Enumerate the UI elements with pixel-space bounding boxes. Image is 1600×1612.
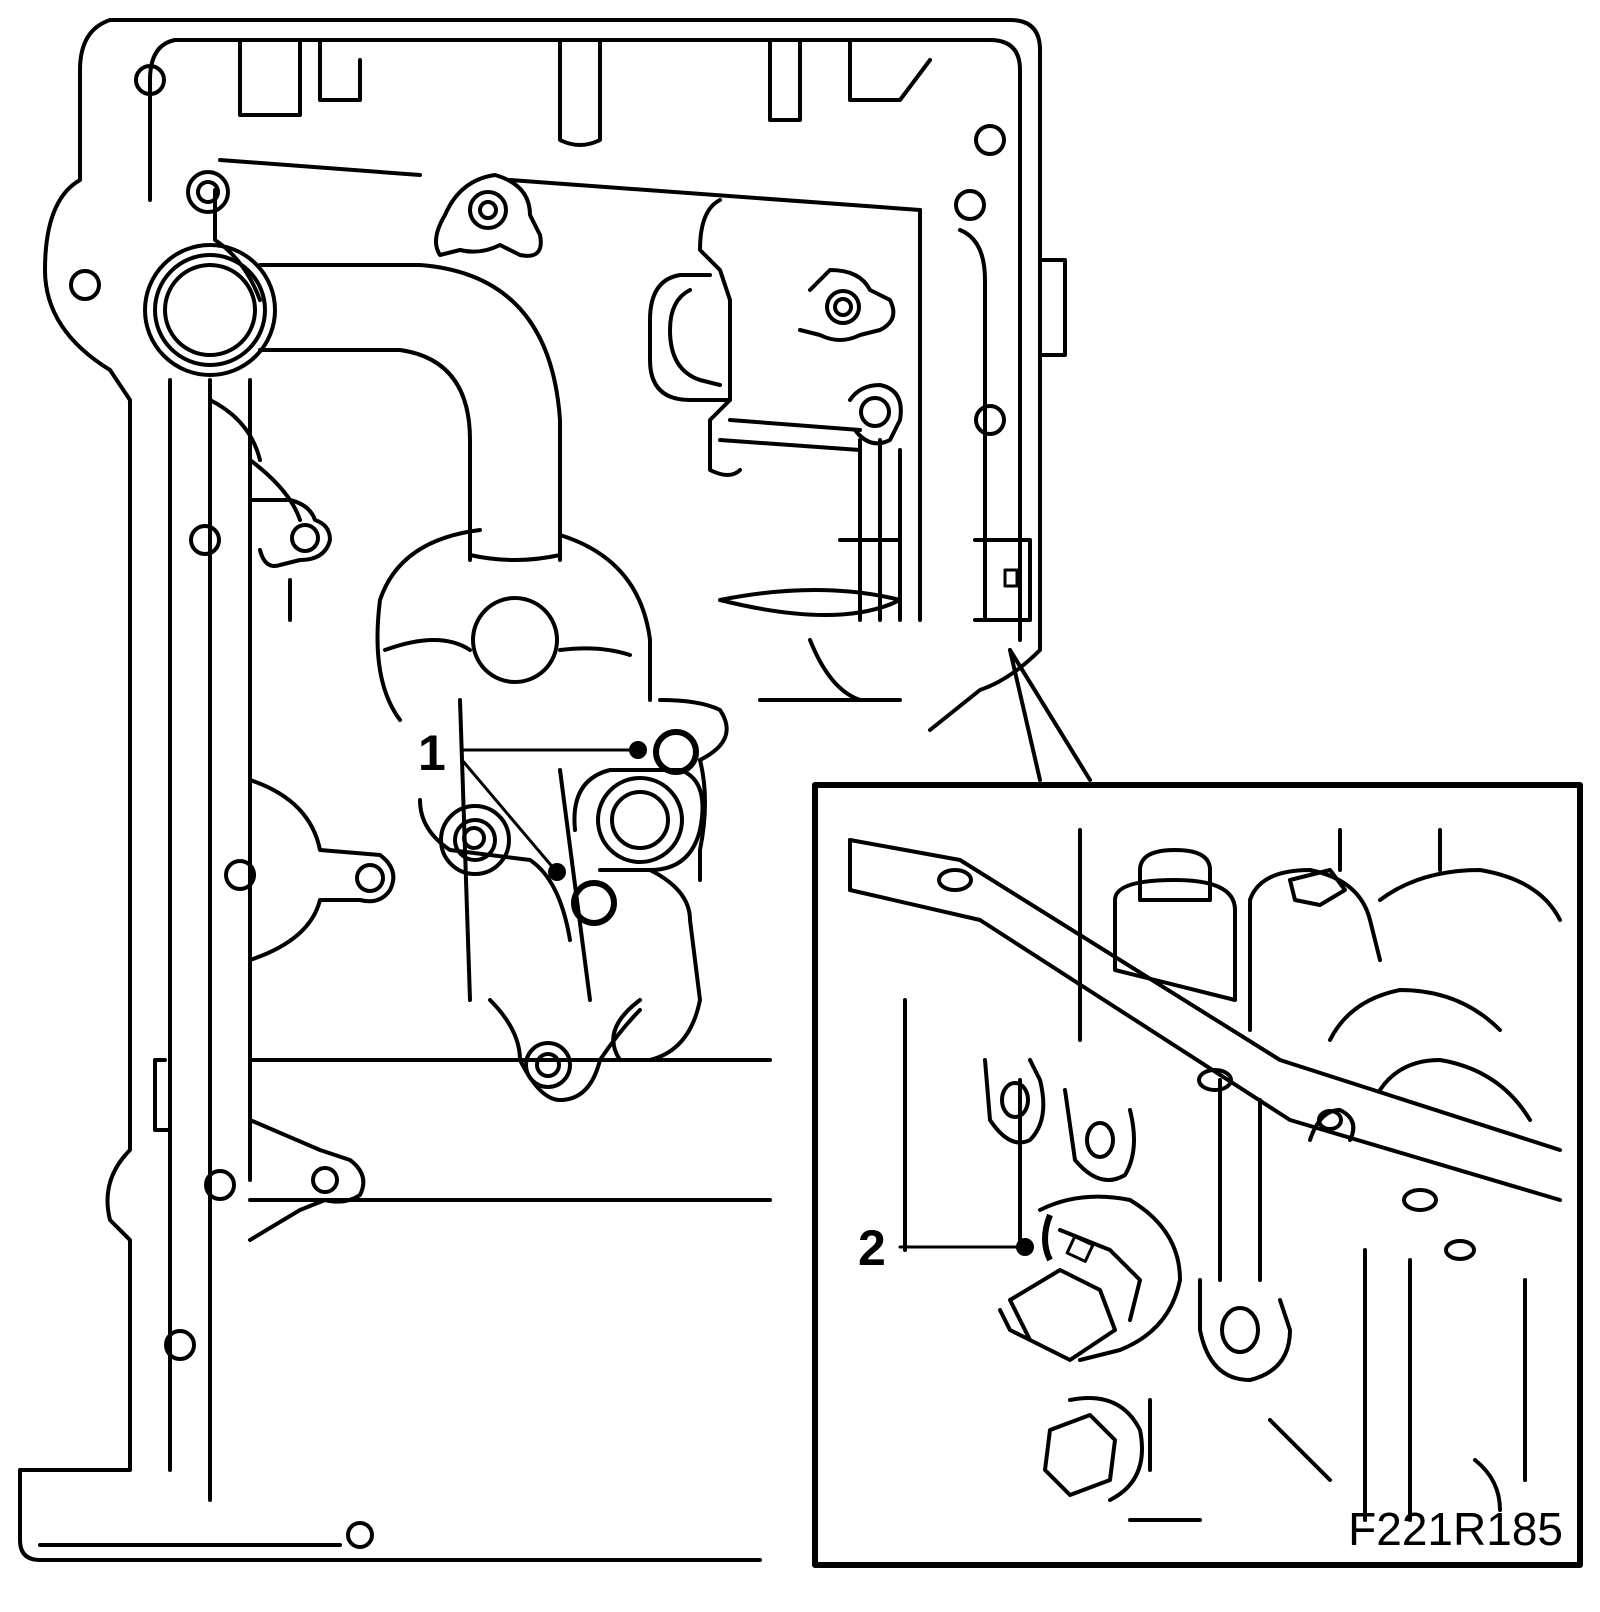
right-upper-bracket [648, 198, 903, 477]
inset-frame [812, 782, 1583, 1568]
callout-1-leader [460, 741, 647, 881]
sealing-rings [571, 729, 699, 926]
callout-label-1: 1 [418, 725, 446, 781]
top-center-boss [434, 173, 543, 258]
left-bosses [153, 398, 396, 1242]
right-ribs [718, 418, 902, 702]
oil-pump-housing [375, 528, 729, 1062]
bolt-holes [69, 64, 1006, 1549]
callout-2-leader [898, 1238, 1034, 1256]
callout-label-2: 2 [858, 1220, 886, 1276]
oil-pickup-tube [143, 243, 562, 684]
inset-detail [848, 828, 1562, 1522]
engine-block-outline [18, 18, 1042, 1562]
zoom-pointer [1008, 648, 1092, 782]
block-right-wall [918, 208, 1067, 622]
figure-code: F221R185 [1348, 1503, 1563, 1555]
block-top-cutouts [218, 38, 932, 212]
inset-background [815, 785, 1580, 1565]
